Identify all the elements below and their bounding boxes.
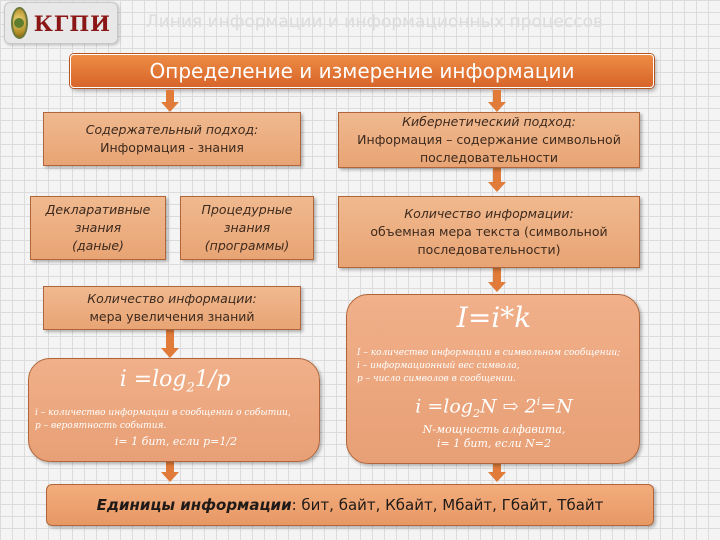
left-quantity-box: Количество информации: мера увеличения з… xyxy=(43,286,301,330)
alphabet-notes: N-мощность алфавита, i= 1 бит, если N=2 xyxy=(347,423,641,451)
text-volume-note-3: p – число символов в сообщении. xyxy=(357,374,516,384)
text-volume-note-1: I – количество информации в символьном с… xyxy=(357,348,621,358)
units-list: : бит, байт, Кбайт, Мбайт, Гбайт, Тбайт xyxy=(291,496,604,514)
cyber-approach-line-2: последовательности xyxy=(419,150,559,165)
cyber-approach-line-1: Информация – содержание символьной xyxy=(357,132,621,147)
logo-text: КГПИ xyxy=(33,10,111,36)
probability-note-3: i= 1 бит, если p=1/2 xyxy=(114,435,238,448)
procedural-line-3: (программы) xyxy=(204,238,290,253)
probability-note-1: i – количество информации в сообщении о … xyxy=(35,408,291,418)
probability-formula: i =log21/p xyxy=(119,367,231,396)
alphabet-formula: i =log2N ⇨ 2i=N xyxy=(415,395,573,421)
left-quantity-title: Количество информации: xyxy=(87,291,257,306)
units-label: Единицы информации xyxy=(96,496,292,514)
units-bar: Единицы информации: бит, байт, Кбайт, Мб… xyxy=(46,484,654,526)
declarative-line-3: (даные) xyxy=(72,238,124,253)
procedural-line-1: Процедурные xyxy=(201,202,293,217)
probability-formula-box: i =log21/p i – количество информации в с… xyxy=(28,358,320,462)
right-quantity-line-1: объемная мера текста (символьной xyxy=(370,224,608,239)
text-volume-notes: I – количество информации в символьном с… xyxy=(357,347,637,386)
right-quantity-title: Количество информации: xyxy=(404,206,574,221)
probability-note-2: p – вероятность события. xyxy=(35,421,167,431)
declarative-line-1: Декларативные xyxy=(45,202,151,217)
content-approach-box: Содержательный подход: Информация - знан… xyxy=(43,112,301,166)
declarative-knowledge-box: Декларативные знания (даные) xyxy=(30,196,166,260)
left-quantity-text: мера увеличения знаний xyxy=(89,309,255,324)
logo: КГПИ xyxy=(4,2,118,44)
text-volume-note-2: i – информационный вес символа, xyxy=(357,361,520,371)
alphabet-note-2: i= 1 бит, если N=2 xyxy=(436,437,552,450)
faded-header-title: Линия информации и информационных процес… xyxy=(146,12,603,32)
probability-notes: i – количество информации в сообщении о … xyxy=(35,407,317,448)
cyber-approach-box: Кибернетический подход: Информация – сод… xyxy=(338,112,640,168)
cyber-approach-title: Кибернетический подход: xyxy=(402,114,576,129)
text-volume-formula-box: I=i*k I – количество информации в символ… xyxy=(346,294,640,464)
main-title: Определение и измерение информации xyxy=(70,54,654,88)
right-quantity-line-2: последовательности) xyxy=(417,242,561,257)
implies-arrow-icon: ⇨ xyxy=(502,395,519,418)
content-approach-title: Содержательный подход: xyxy=(85,122,259,137)
alphabet-note-1: N-мощность алфавита, xyxy=(422,423,566,436)
procedural-line-2: знания xyxy=(223,220,271,235)
seal-icon xyxy=(11,7,28,39)
declarative-line-2: знания xyxy=(74,220,122,235)
procedural-knowledge-box: Процедурные знания (программы) xyxy=(180,196,314,260)
content-approach-text: Информация - знания xyxy=(100,140,244,155)
text-volume-formula: I=i*k xyxy=(456,301,532,334)
right-quantity-box: Количество информации: объемная мера тек… xyxy=(338,196,640,268)
